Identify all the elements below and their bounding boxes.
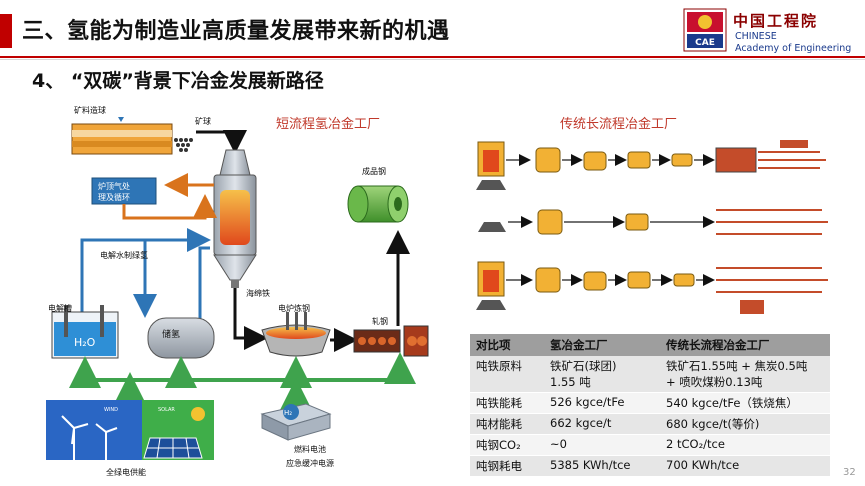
table-header-cell: 传统长流程冶金工厂 xyxy=(660,334,830,356)
table-cell: 铁矿石1.55吨 + 焦炭0.5吨 + 喷吹煤粉0.13吨 xyxy=(660,356,830,393)
logo-en-line2: Academy of Engineering xyxy=(735,43,852,54)
table-cell: ~0 xyxy=(544,434,660,456)
right-diagram-title: 传统长流程冶金工厂 xyxy=(560,117,678,132)
table-cell: 5385 KWh/tce xyxy=(544,455,660,477)
fuel-cell xyxy=(260,403,332,441)
table-row: 吨铁能耗 526 kgce/tFe 540 kgce/tFe（铁烧焦） xyxy=(470,392,830,414)
label-emergency-power: 应急缓冲电源 xyxy=(286,458,334,468)
top-gas-return-arrow xyxy=(122,194,217,220)
table-cell: 吨钢CO₂ xyxy=(470,434,544,456)
logo-cn-name: 中国工程院 xyxy=(733,12,819,30)
table-row: 吨钢CO₂ ~0 2 tCO₂/tce xyxy=(470,434,830,456)
table-cell: 2 tCO₂/tce xyxy=(660,434,830,456)
wind-turbine-icon xyxy=(61,415,118,460)
header-divider-thin xyxy=(0,59,865,60)
title-accent-bar xyxy=(0,14,12,48)
h2-badge-icon xyxy=(283,404,299,420)
label-wind: WIND xyxy=(104,407,118,413)
traditional-process-diagram xyxy=(476,140,828,314)
table-cell: 吨铁能耗 xyxy=(470,392,544,414)
hydrogen-storage-tank xyxy=(147,317,215,359)
sun-icon xyxy=(191,407,205,421)
label-top-gas-2: 理及循环 xyxy=(98,192,130,202)
table-header-cell: 氢冶金工厂 xyxy=(544,334,660,356)
label-sponge-iron: 海绵铁 xyxy=(246,288,270,298)
storage-to-furnace-line xyxy=(185,246,210,324)
process-row-2 xyxy=(478,209,828,235)
rolling-mill xyxy=(353,325,429,357)
label-electrolysis-hydrogen: 电解水制绿氢 xyxy=(100,250,148,260)
pellet-feed-arrow xyxy=(196,130,247,154)
table-cell: 662 kgce/t xyxy=(544,413,660,435)
label-pellets: 矿球 xyxy=(195,116,211,126)
table-cell: 吨钢耗电 xyxy=(470,455,544,477)
table-cell: 526 kgce/tFe xyxy=(544,392,660,414)
sponge-iron-arrow xyxy=(233,288,268,350)
table-cell: 680 kgce/t(等价) xyxy=(660,413,830,435)
table-cell: 540 kgce/tFe（铁烧焦） xyxy=(660,392,830,414)
process-row-1 xyxy=(476,140,826,190)
table-cell: 吨铁原料 xyxy=(470,356,544,393)
wind-solar-panel xyxy=(46,400,214,460)
svg-text:CAE: CAE xyxy=(695,38,715,48)
label-top-gas-1: 炉顶气处 xyxy=(98,181,130,191)
green-power-network xyxy=(69,352,416,410)
label-rolling: 轧钢 xyxy=(372,316,388,326)
cae-badge-icon: CAE xyxy=(683,8,727,52)
shaft-furnace xyxy=(213,149,257,288)
label-finished-steel: 成品钢 xyxy=(362,166,386,176)
label-green-power: 全绿电供能 xyxy=(106,467,146,477)
solar-panel-icon xyxy=(143,437,203,459)
section-subtitle: 4、 “双碳”背景下冶金发展新路径 xyxy=(32,70,324,92)
electrolyzer xyxy=(51,305,119,359)
label-solar: SOLAR xyxy=(158,407,175,413)
table-cell: 铁矿石(球团) 1.55 吨 xyxy=(544,356,660,393)
page-title: 三、氢能为制造业高质量发展带来新的机遇 xyxy=(22,19,450,44)
page-number: 32 xyxy=(843,467,856,478)
top-gas-box xyxy=(91,177,157,205)
table-row: 吨铁原料 铁矿石(球团) 1.55 吨 铁矿石1.55吨 + 焦炭0.5吨 + … xyxy=(470,356,830,393)
table-header-cell: 对比项 xyxy=(470,334,544,356)
process-row-3 xyxy=(476,261,828,314)
hydrogen-to-furnace-arrow xyxy=(80,228,211,312)
label-fuel-cell: 燃料电池 xyxy=(294,444,326,454)
logo-en-line1: CHINESE xyxy=(735,31,777,42)
comparison-table: 对比项 氢冶金工厂 传统长流程冶金工厂 吨铁原料 铁矿石(球团) 1.55 吨 … xyxy=(470,334,830,477)
left-diagram-title: 短流程氢冶金工厂 xyxy=(276,117,381,132)
table-header-row: 对比项 氢冶金工厂 传统长流程冶金工厂 xyxy=(470,334,830,356)
table-row: 吨材能耗 662 kgce/t 680 kgce/t(等价) xyxy=(470,413,830,435)
pellets-icon xyxy=(174,138,193,152)
label-hydrogen-storage: 储氢 xyxy=(162,328,180,340)
electric-arc-furnace xyxy=(261,312,331,357)
ore-pelletizing-belt xyxy=(71,117,193,155)
table-cell: 700 KWh/tce xyxy=(660,455,830,477)
pellet-arrow-icon xyxy=(118,117,124,122)
label-h2-badge: H₂ xyxy=(284,409,292,417)
label-electrolyzer: 电解槽 xyxy=(48,303,72,313)
table-cell: 吨材能耗 xyxy=(470,413,544,435)
cae-logo: CAE 中国工程院 CHINESE Academy of Engineering xyxy=(683,6,863,58)
label-eaf: 电炉炼钢 xyxy=(278,303,310,313)
label-ore-pelletizing: 矿料造球 xyxy=(74,105,106,115)
table-row: 吨钢耗电 5385 KWh/tce 700 KWh/tce xyxy=(470,455,830,477)
header-divider xyxy=(0,56,865,58)
label-h2o: H₂O xyxy=(74,336,96,349)
finished-steel-coil xyxy=(347,185,409,223)
